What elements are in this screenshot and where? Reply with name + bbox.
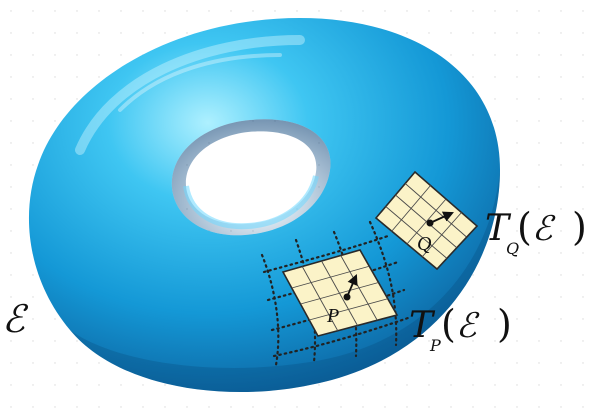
point-q-label: Q [417,233,432,255]
tangent-space-p-label: T P ( ℰ ) [409,302,512,355]
tangent-plane-p [281,249,399,337]
tangent-vector-q-arrow-icon [429,211,454,224]
tangent-space-q-subscript: Q [506,239,519,258]
tangent-space-p-arg: ℰ [456,306,480,346]
tangent-space-q-arg: ℰ [532,209,556,249]
tangent-space-p-open-paren: ( [441,302,456,346]
torus-hole [185,131,317,225]
tangent-vector-p-arrow-icon [346,274,358,298]
tangent-plane-q [374,170,479,271]
tangent-space-q-close-paren: ) [572,205,587,249]
tangent-space-p-script: T [409,305,436,346]
tangent-space-q-label: T Q ( ℰ ) [485,205,587,258]
point-p-label: P [326,305,339,327]
tangent-space-p-subscript: P [429,336,441,355]
manifold-label: ℰ [2,297,29,341]
coordinate-curves [260,220,410,367]
tangent-space-q-script: T [485,208,512,249]
tangent-space-q-open-paren: ( [517,205,532,249]
tangent-space-p-close-paren: ) [497,302,512,346]
